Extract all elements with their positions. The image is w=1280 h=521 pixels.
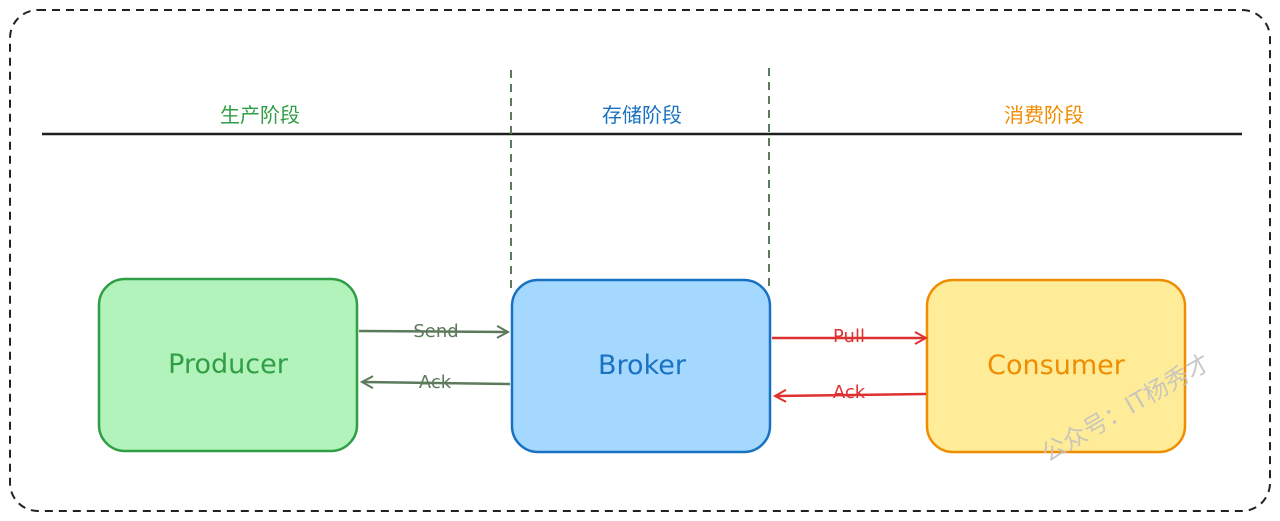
consumption-stage-label: 消费阶段 (1004, 103, 1084, 127)
consumer-label: Consumer (987, 350, 1126, 381)
broker-label: Broker (598, 350, 687, 381)
broker-node (510, 278, 772, 454)
ack-to-producer-arrow (362, 382, 511, 384)
producer-label: Producer (168, 349, 289, 380)
send-arrow (358, 331, 508, 332)
pull-label: Pull (833, 326, 865, 347)
production-stage-label: 生产阶段 (220, 103, 300, 127)
ack-to-broker-label: Ack (833, 382, 866, 403)
consumer-node (925, 278, 1187, 454)
storage-stage-label: 存储阶段 (602, 103, 682, 127)
outer-frame (9, 9, 1271, 512)
send-label: Send (413, 321, 458, 342)
producer-node (97, 277, 359, 453)
ack-to-producer-label: Ack (419, 372, 452, 393)
ack-to-broker-arrow (775, 394, 927, 396)
